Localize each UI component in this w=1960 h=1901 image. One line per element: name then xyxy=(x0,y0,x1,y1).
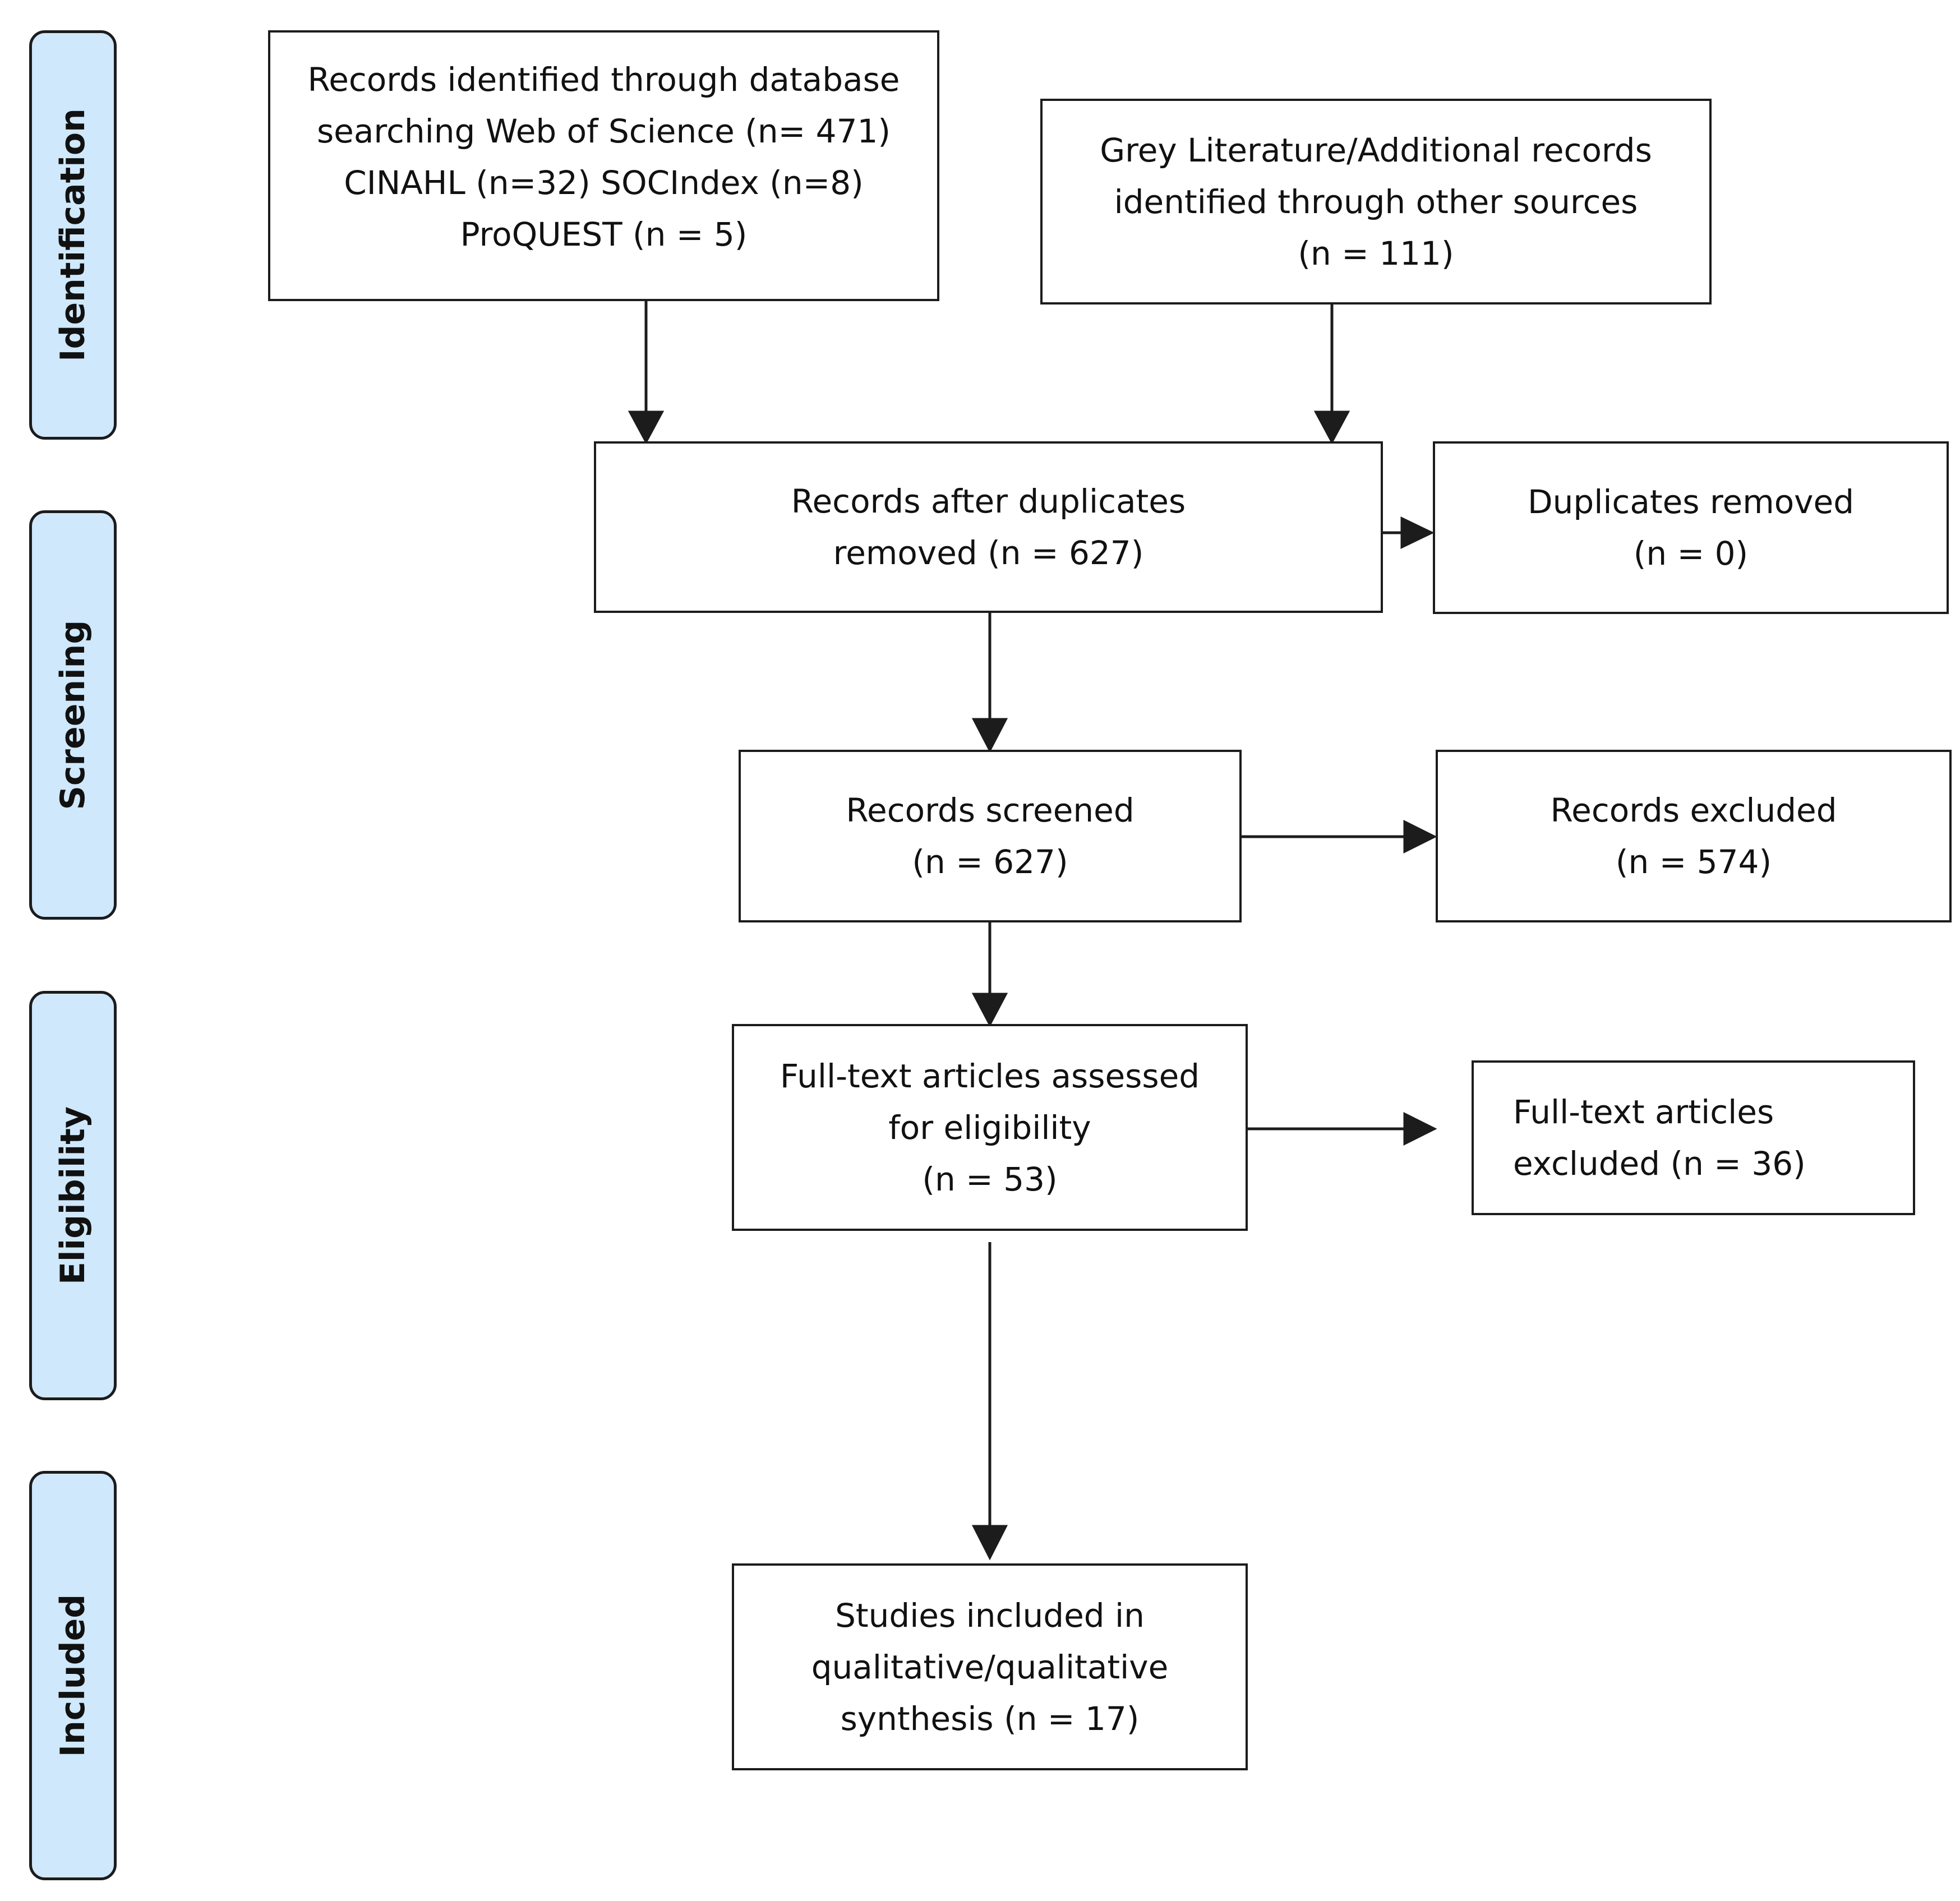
after-duplicates-line-1: Records after duplicates xyxy=(791,482,1186,520)
stage-identification: Identification xyxy=(29,30,117,440)
database-records-box: Records identified through database sear… xyxy=(268,30,939,301)
other-sources-line-3: (n = 111) xyxy=(1298,234,1454,273)
duplicates-removed-line-2: (n = 0) xyxy=(1633,534,1749,573)
arrowhead-fulltext-to-included xyxy=(971,1525,1008,1561)
records-excluded-line-2: (n = 574) xyxy=(1615,843,1772,881)
records-excluded-line-1: Records excluded xyxy=(1550,791,1837,829)
studies-included-line-2: qualitative/qualitative xyxy=(811,1648,1169,1686)
records-screened-line-2: (n = 627) xyxy=(912,843,1068,881)
arrowhead-screened-to-excluded xyxy=(1403,819,1437,854)
other-sources-line-2: identified through other sources xyxy=(1114,182,1638,221)
database-records-line-4: ProQUEST (n = 5) xyxy=(460,215,748,253)
after-duplicates-line-2: removed (n = 627) xyxy=(833,534,1144,572)
fulltext-excluded-box: Full-text articles excluded (n = 36) xyxy=(1472,1060,1915,1215)
after-duplicates-box: Records after duplicates removed (n = 62… xyxy=(594,441,1383,613)
arrowhead-screened-to-fulltext xyxy=(971,993,1008,1027)
other-sources-box: Grey Literature/Additional records ident… xyxy=(1040,99,1712,304)
arrowhead-other-sources-to-deduplicated xyxy=(1313,410,1350,445)
stage-label-eligibility: Eligibility xyxy=(53,1106,93,1285)
records-excluded-box: Records excluded (n = 574) xyxy=(1436,750,1952,922)
records-screened-line-1: Records screened xyxy=(846,791,1135,829)
stage-eligibility: Eligibility xyxy=(29,991,117,1400)
stage-label-included: Included xyxy=(53,1594,93,1757)
fulltext-excluded-line-1: Full-text articles xyxy=(1513,1093,1774,1131)
database-records-line-1: Records identified through database xyxy=(307,61,900,99)
duplicates-removed-box: Duplicates removed (n = 0) xyxy=(1433,441,1949,614)
arrowhead-fulltext-to-excluded xyxy=(1403,1111,1437,1146)
records-screened-box: Records screened (n = 627) xyxy=(739,750,1242,922)
stage-label-screening: Screening xyxy=(53,620,93,810)
studies-included-line-1: Studies included in xyxy=(835,1596,1145,1635)
studies-included-line-3: synthesis (n = 17) xyxy=(840,1699,1140,1738)
other-sources-line-1: Grey Literature/Additional records xyxy=(1100,131,1652,169)
arrowhead-deduplicated-to-duplicates-removed xyxy=(1400,516,1435,549)
stage-label-identification: Identification xyxy=(53,108,93,362)
stage-included: Included xyxy=(29,1471,117,1880)
arrowhead-deduplicated-to-screened xyxy=(971,718,1008,753)
arrowhead-database-to-deduplicated xyxy=(628,410,665,445)
fulltext-assessed-line-3: (n = 53) xyxy=(922,1160,1058,1198)
fulltext-assessed-line-1: Full-text articles assessed xyxy=(780,1056,1200,1095)
duplicates-removed-line-1: Duplicates removed xyxy=(1527,483,1855,521)
stage-screening: Screening xyxy=(29,510,117,920)
fulltext-assessed-box: Full-text articles assessed for eligibil… xyxy=(732,1024,1248,1231)
fulltext-excluded-line-2: excluded (n = 36) xyxy=(1513,1145,1806,1183)
fulltext-assessed-line-2: for eligibility xyxy=(888,1108,1091,1147)
studies-included-box: Studies included in qualitative/qualitat… xyxy=(732,1563,1248,1770)
database-records-line-2: searching Web of Science (n= 471) xyxy=(316,112,891,150)
database-records-line-3: CINAHL (n=32) SOCIndex (n=8) xyxy=(344,164,864,202)
